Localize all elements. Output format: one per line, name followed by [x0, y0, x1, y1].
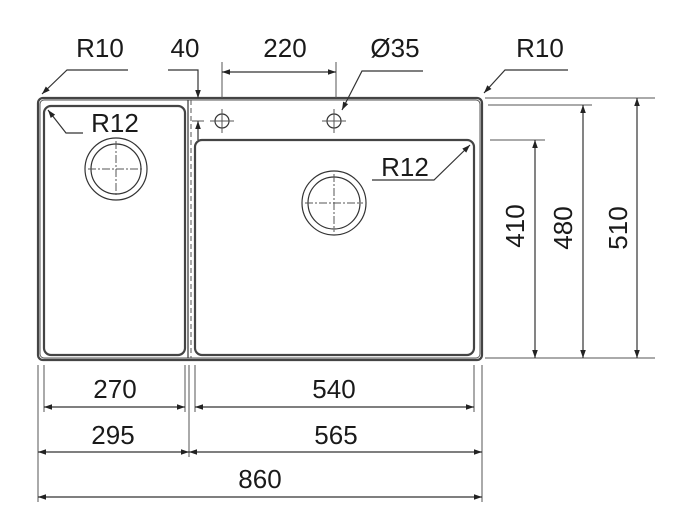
sink-outline-inner: [39, 99, 481, 359]
r12-left-label: R12: [91, 108, 139, 138]
sink-outline: [36, 96, 484, 362]
small-bowl-width-dimension: 270: [93, 374, 136, 404]
r10-left-label: R10: [76, 33, 124, 63]
tap-hole-diameter-label: Ø35: [370, 33, 419, 63]
tap-hole-icon: [210, 109, 234, 133]
tap-offset-label: 40: [171, 33, 200, 63]
overall-depth-dimension: 510: [603, 206, 633, 249]
tap-spacing-label: 220: [263, 33, 306, 63]
small-section-width-dimension: 295: [91, 420, 134, 450]
tap-hole-icon: [322, 109, 346, 133]
bowl-depth-dimension: 410: [500, 204, 530, 247]
large-bowl-width-dimension: 540: [312, 374, 355, 404]
r10-right-label: R10: [516, 33, 564, 63]
large-section-width-dimension: 565: [314, 420, 357, 450]
overall-width-dimension: 860: [238, 464, 281, 494]
r12-right-label: R12: [381, 152, 429, 182]
inner-depth-dimension: 480: [548, 206, 578, 249]
small-bowl: [42, 104, 187, 357]
small-bowl-drain-icon: [84, 137, 148, 201]
large-bowl-drain-icon: [301, 170, 367, 236]
large-bowl: [193, 138, 476, 357]
